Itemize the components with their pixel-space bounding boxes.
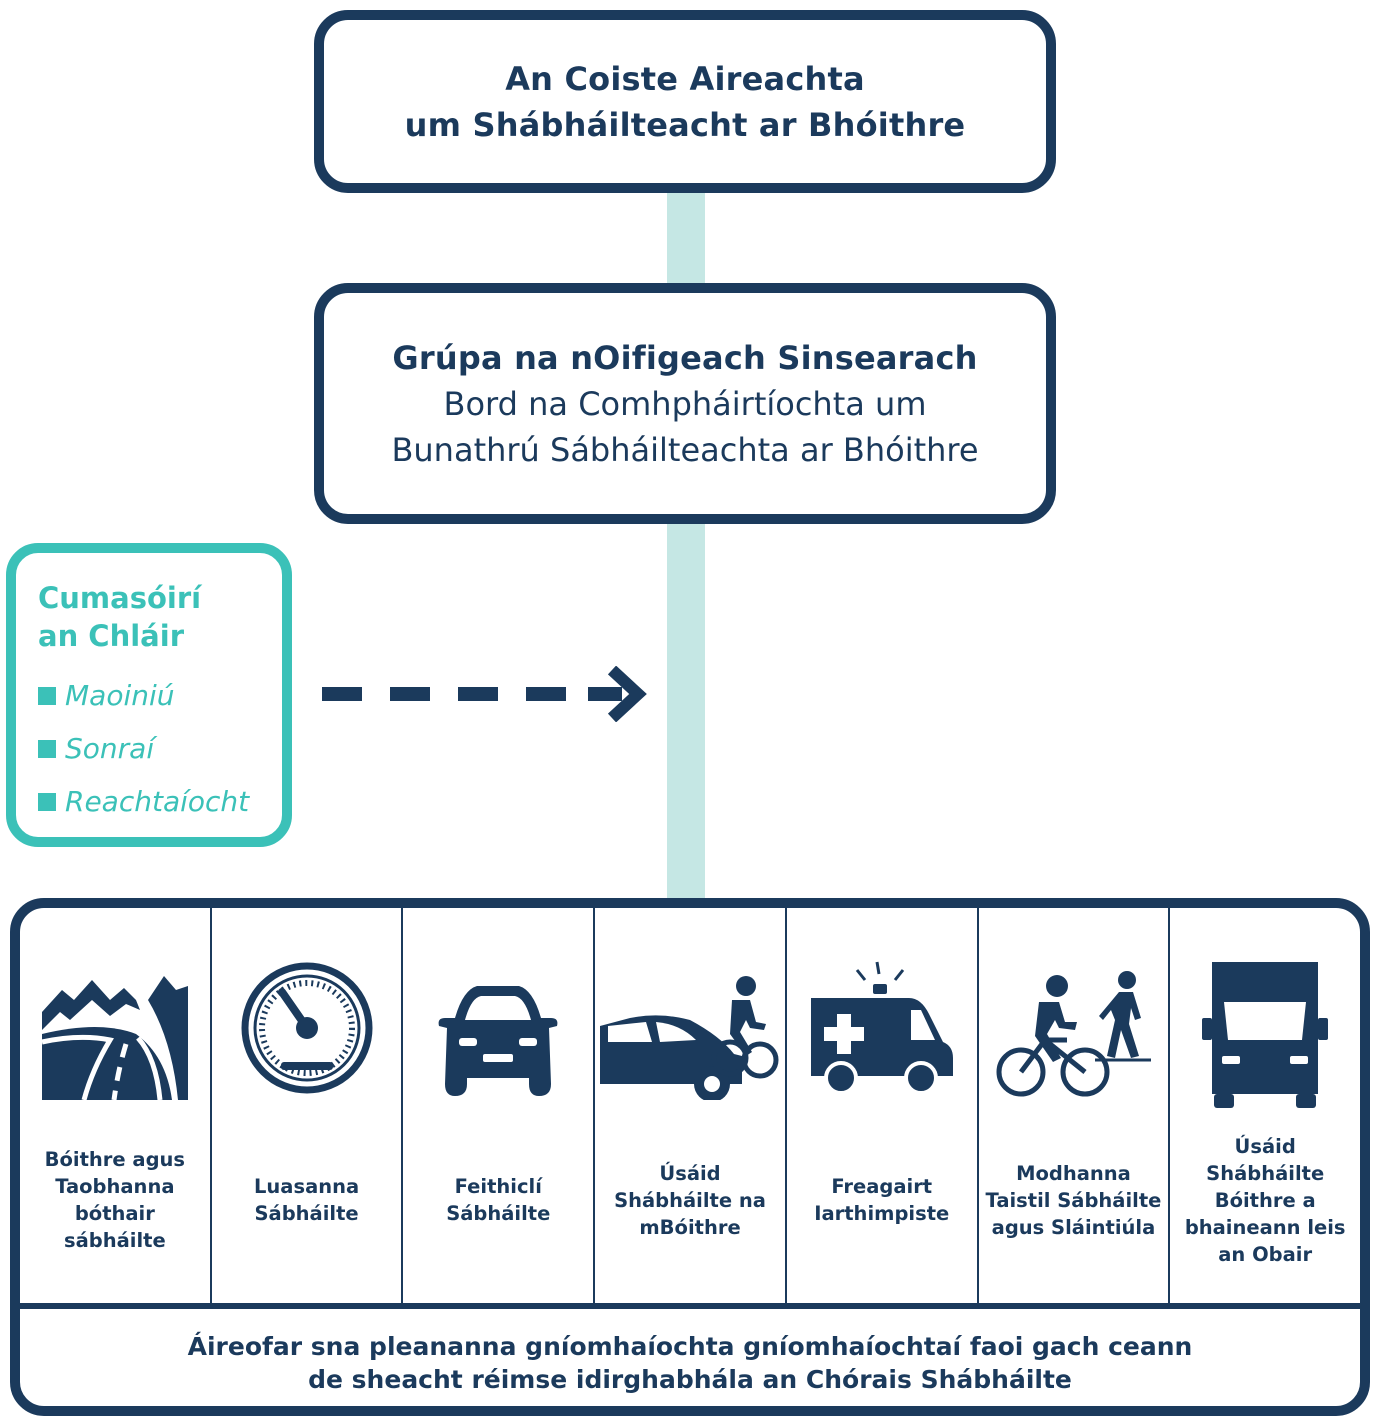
senior-officials-title: Grúpa na nOifigeach Sinsearach [392, 338, 978, 377]
intervention-areas-row: Bóithre agus Taobhanna bóthair sábháilte… [20, 908, 1360, 1303]
footer-line1: Áireofar sna pleananna gníomhaíochta gní… [187, 1331, 1193, 1361]
area-safe-roads: Bóithre agus Taobhanna bóthair sábháilte [20, 908, 212, 1303]
connector-middle [667, 520, 705, 903]
area-post-crash-response: Freagairt Iarthimpiste [787, 908, 979, 1303]
ambulance-icon [810, 961, 953, 1095]
speedometer-icon [241, 962, 373, 1094]
area-label: Modhanna Taistil Sábháilte agus Sláintiú… [985, 1161, 1162, 1239]
area-label: Freagairt Iarthimpiste [814, 1175, 950, 1225]
area-safe-healthy-travel: Modhanna Taistil Sábháilte agus Sláintiú… [979, 908, 1171, 1303]
area-safe-speeds: Luasanna Sábháilte [212, 908, 404, 1303]
programme-enablers-box: Cumasóirí an Chláir Maoiniú Sonraí Reach… [6, 543, 292, 847]
car-cyclist-icon [600, 976, 779, 1100]
partnership-board-line1: Bord na Comhpháirtíochta um [443, 384, 927, 423]
senior-officials-box: Grúpa na nOifigeach Sinsearach Bord na C… [314, 283, 1056, 524]
area-safe-vehicles: Feithiclí Sábháilte [403, 908, 596, 1303]
bullet-square-icon [38, 792, 56, 811]
enabler-item: Maoiniú [38, 669, 282, 722]
enablers-title-line1: Cumasóirí [38, 581, 202, 615]
footer-line2: de sheacht réimse idirghabhála an Chórai… [308, 1364, 1072, 1394]
enablers-title: Cumasóirí an Chláir [38, 579, 282, 655]
area-safe-road-use: Úsáid Shábháilte na mBóithre [595, 908, 787, 1303]
ministerial-committee-line1: An Coiste Aireachta [505, 59, 865, 98]
area-label: Luasanna Sábháilte [254, 1175, 360, 1225]
area-label: Feithiclí Sábháilte [446, 1175, 551, 1225]
area-label: Úsáid Shábháilte Bóithre a bhaineann lei… [1184, 1134, 1346, 1266]
ministerial-committee-box: An Coiste Aireachta um Shábháilteacht ar… [314, 10, 1056, 193]
area-label: Úsáid Shábháilte na mBóithre [614, 1161, 766, 1239]
car-icon [438, 986, 558, 1096]
enabler-item: Reachtaíocht [38, 775, 282, 828]
footer-note: Áireofar sna pleananna gníomhaíochta gní… [20, 1309, 1360, 1406]
area-label: Bóithre agus Taobhanna bóthair sábháilte [44, 1148, 186, 1252]
bullet-square-icon [38, 739, 56, 758]
dashed-arrow-icon [322, 666, 647, 722]
area-safe-work-road-use: Úsáid Shábháilte Bóithre a bhaineann lei… [1170, 908, 1360, 1303]
connector-top [667, 190, 705, 288]
divider [20, 1303, 1360, 1309]
truck-icon [1202, 962, 1329, 1108]
partnership-board-line2: Bunathrú Sábháilteachta ar Bhóithre [391, 430, 979, 469]
intervention-areas-box: Bóithre agus Taobhanna bóthair sábháilte… [10, 898, 1370, 1416]
enabler-item: Sonraí [38, 722, 282, 775]
cyclist-pedestrian-icon [996, 971, 1152, 1097]
enablers-list: Maoiniú Sonraí Reachtaíocht [38, 669, 282, 828]
road-icon [41, 976, 188, 1100]
ministerial-committee-line2: um Shábháilteacht ar Bhóithre [404, 105, 966, 144]
bullet-square-icon [38, 686, 56, 705]
enablers-title-line2: an Chláir [38, 619, 184, 653]
